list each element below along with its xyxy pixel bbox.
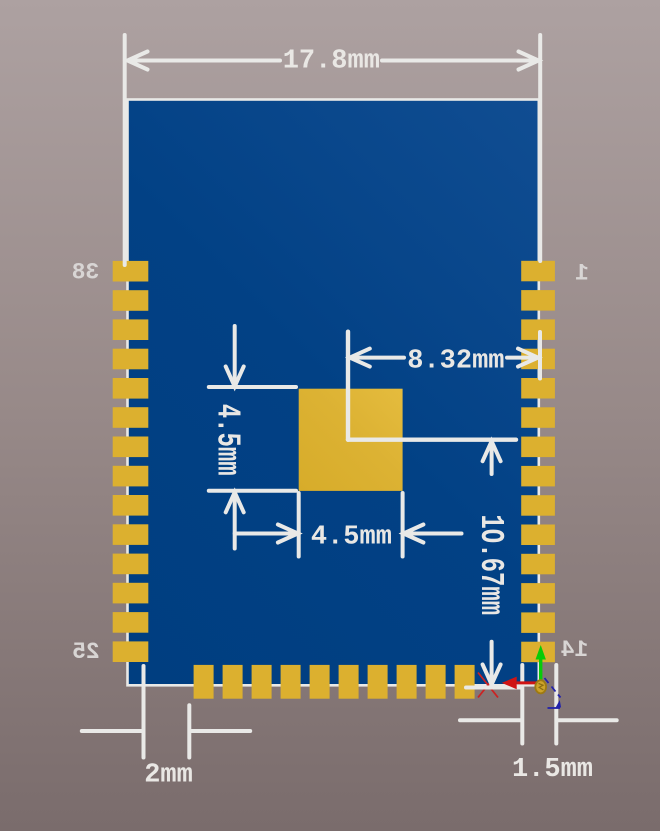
svg-text:8.32mm: 8.32mm — [407, 347, 504, 377]
svg-text:25: 25 — [72, 639, 100, 665]
svg-text:2mm: 2mm — [144, 761, 193, 791]
svg-text:14: 14 — [561, 637, 589, 663]
svg-text:1.5mm: 1.5mm — [512, 755, 593, 785]
svg-text:1O.67mm: 1O.67mm — [472, 514, 510, 615]
svg-text:1: 1 — [575, 261, 589, 287]
svg-text:38: 38 — [72, 260, 100, 286]
svg-text:4.5mm: 4.5mm — [311, 523, 392, 553]
svg-text:17.8mm: 17.8mm — [283, 47, 380, 77]
svg-text:4.5mm: 4.5mm — [208, 404, 246, 476]
